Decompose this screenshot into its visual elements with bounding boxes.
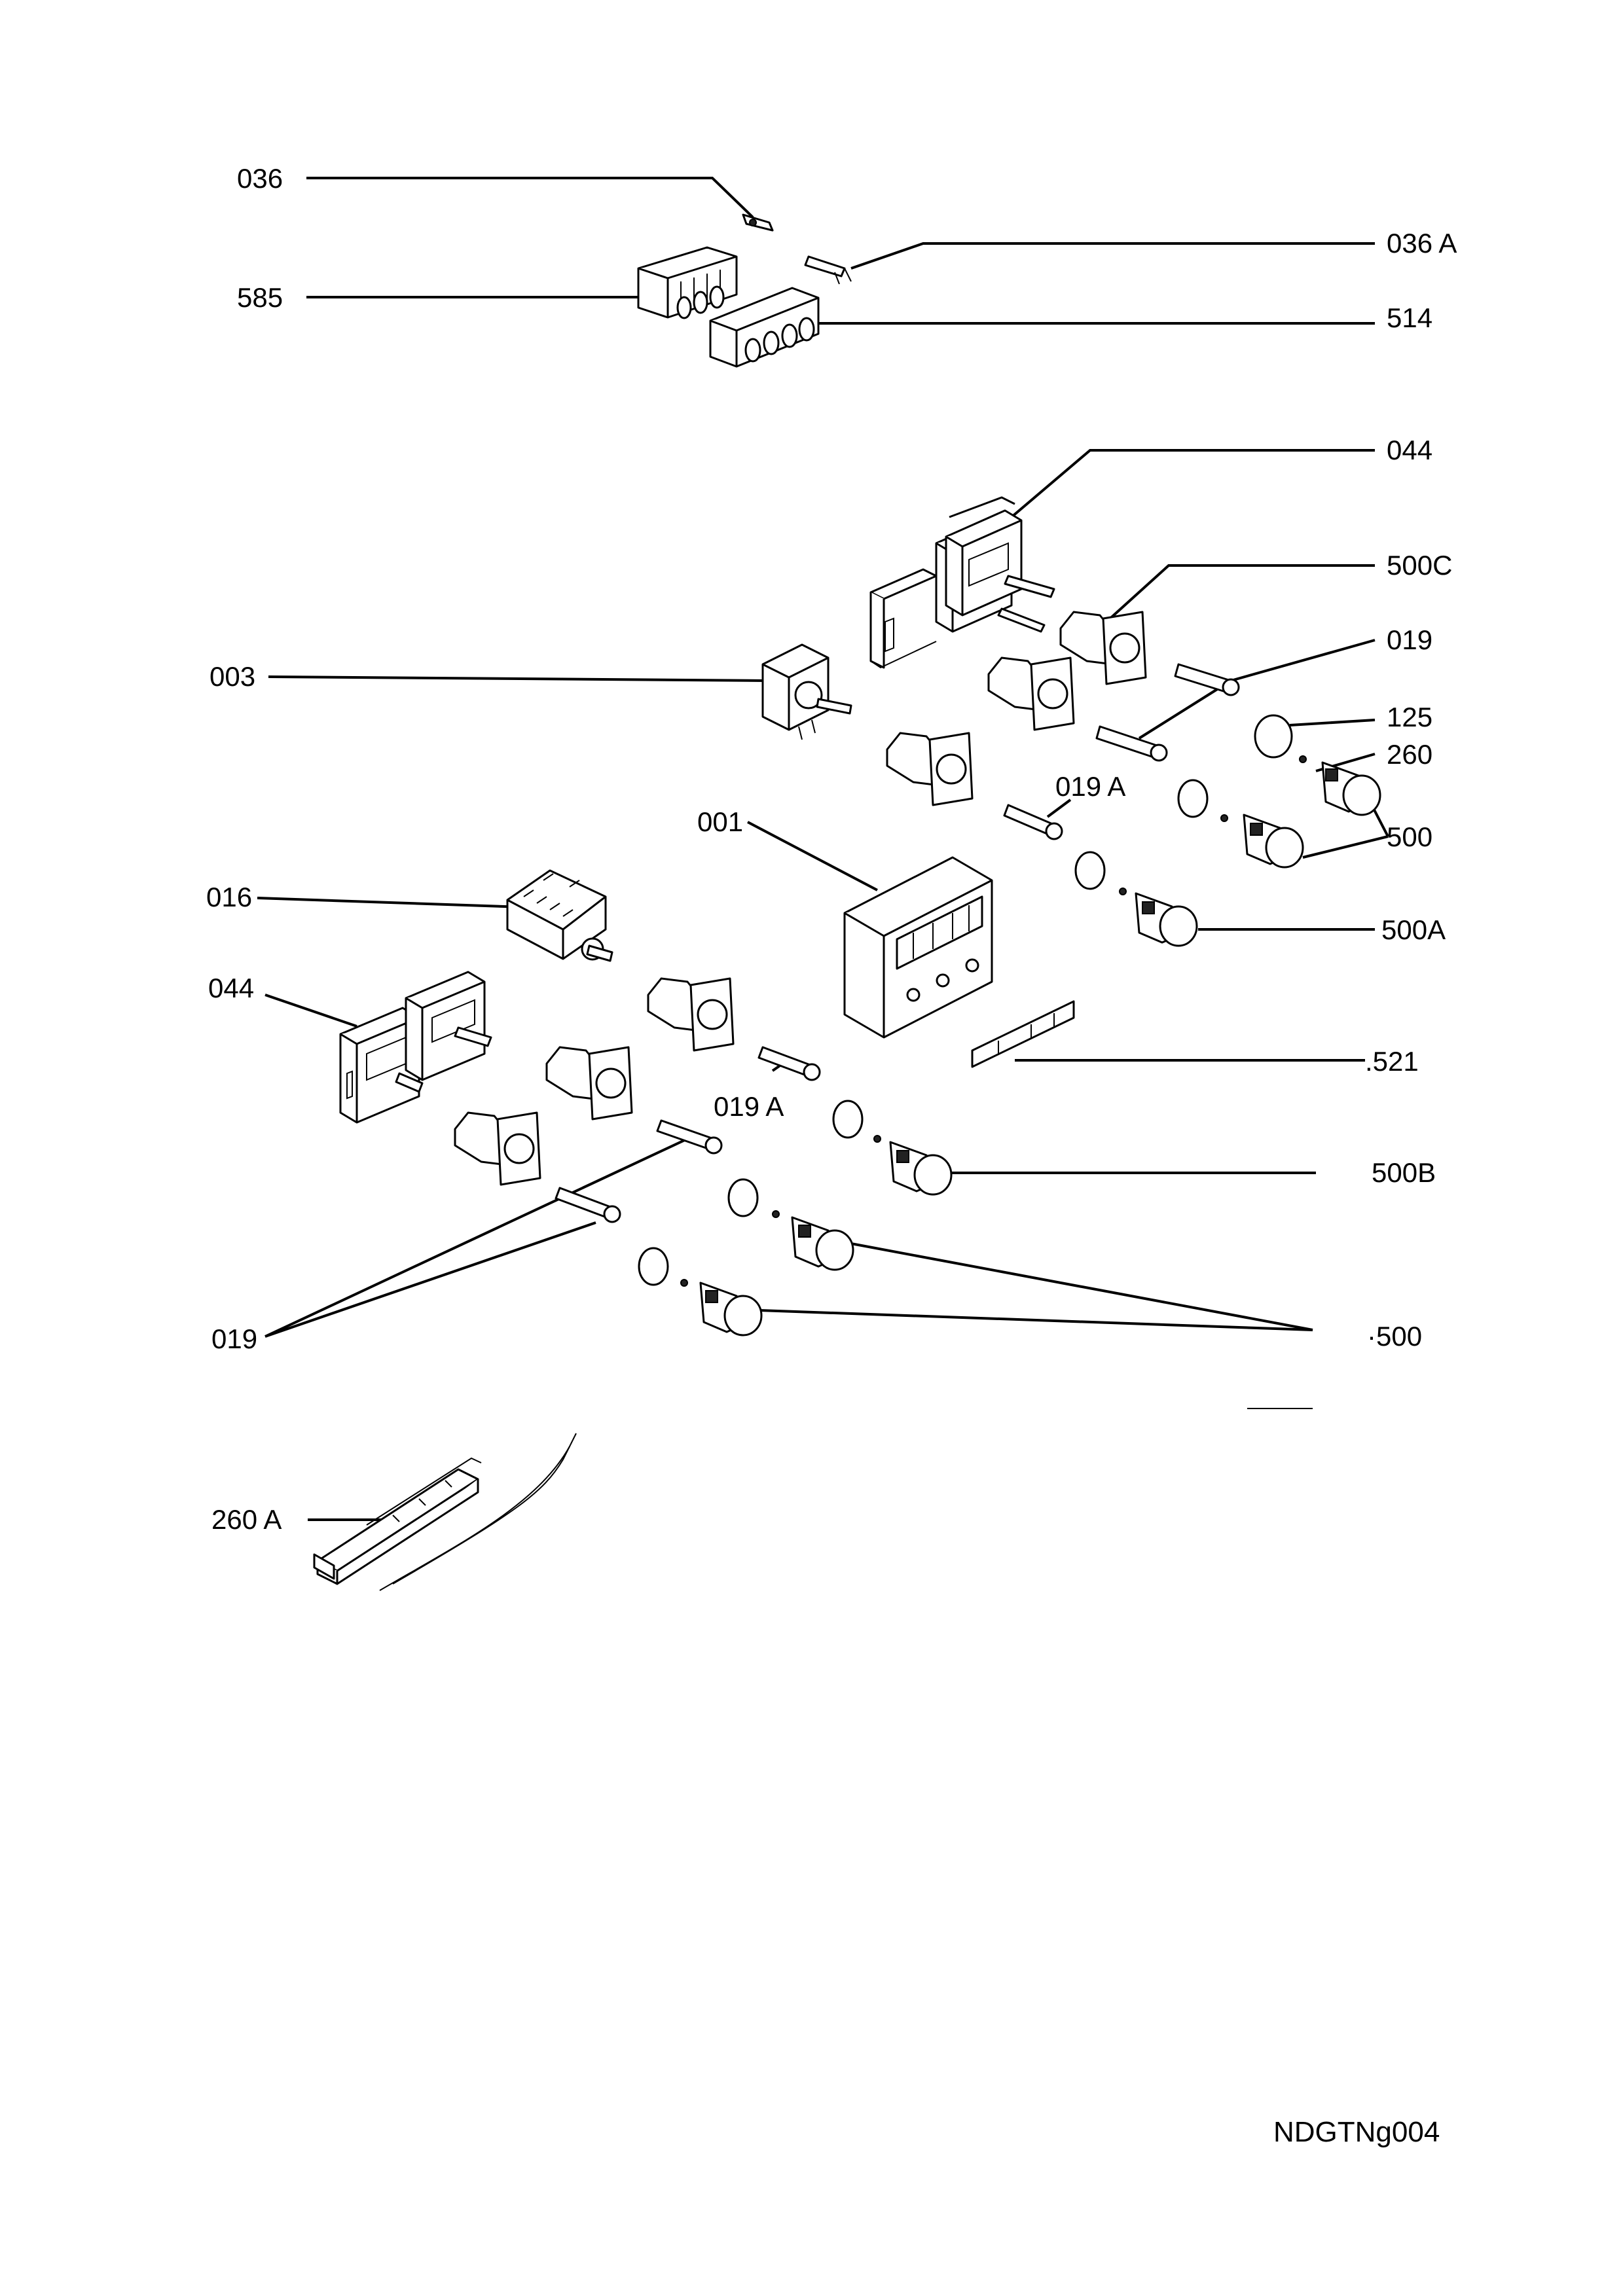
leader-019-top bbox=[1230, 639, 1376, 682]
cable-channel-260a bbox=[313, 1433, 577, 1591]
leader-019-bottom bbox=[264, 1138, 688, 1338]
leader-019-top-b bbox=[1138, 679, 1232, 740]
label-016: 016 bbox=[206, 882, 252, 912]
ring-mid-2 bbox=[727, 1178, 759, 1217]
leader-036 bbox=[306, 177, 754, 219]
shaft-019-bottom-a bbox=[656, 1119, 723, 1155]
commutator-switch-016 bbox=[506, 869, 613, 962]
knob-500-top-b bbox=[1243, 814, 1304, 869]
selector-switch-003 bbox=[761, 643, 852, 740]
label-019a-top: 019 A bbox=[1055, 771, 1125, 802]
knob-500b bbox=[889, 1141, 953, 1196]
label-001: 001 bbox=[697, 806, 743, 837]
energy-regulator-044-left-a bbox=[339, 1007, 424, 1124]
label-019-top: 019 bbox=[1387, 624, 1432, 655]
label-521: .521 bbox=[1365, 1046, 1419, 1077]
label-500-top: 500 bbox=[1387, 821, 1432, 852]
label-585: 585 bbox=[237, 282, 283, 313]
dot-knob-d bbox=[873, 1135, 881, 1143]
energy-regulator-044-left-b bbox=[405, 971, 492, 1081]
flange-sleeve-500c bbox=[1059, 611, 1147, 685]
dot-knob-f bbox=[680, 1279, 688, 1287]
flange-sleeve-left-2 bbox=[545, 1046, 633, 1121]
flange-sleeve-mid-2 bbox=[886, 732, 974, 806]
flange-sleeve-left-3 bbox=[454, 1111, 541, 1186]
label-044-left: 044 bbox=[208, 973, 254, 1003]
energy-regulator-044-top-b bbox=[945, 496, 1055, 617]
label-019-bottom: 019 bbox=[211, 1323, 257, 1354]
label-260a: 260 A bbox=[211, 1504, 282, 1535]
ring-top-2 bbox=[1177, 779, 1209, 818]
strip-521 bbox=[971, 1000, 1075, 1068]
terminal-036a bbox=[804, 255, 852, 285]
ring-mid-1 bbox=[832, 1100, 864, 1139]
label-019a-mid: 019 A bbox=[714, 1091, 784, 1122]
leader-019-bottom-b bbox=[264, 1221, 596, 1338]
label-044-top: 044 bbox=[1387, 435, 1432, 465]
flange-sleeve-left-1 bbox=[647, 977, 735, 1052]
flange-sleeve-mid-1 bbox=[987, 656, 1075, 731]
ring-125 bbox=[1254, 714, 1293, 759]
knob-500-bottom-b bbox=[699, 1282, 763, 1336]
leader-044-left bbox=[264, 994, 357, 1028]
terminal-036 bbox=[742, 213, 774, 232]
leader-500-bottom-b bbox=[759, 1309, 1313, 1331]
label-500a: 500A bbox=[1381, 914, 1446, 945]
label-500b: 500B bbox=[1372, 1157, 1436, 1188]
leader-003 bbox=[268, 675, 767, 682]
leader-036a bbox=[850, 242, 1375, 270]
knob-500-bottom-a bbox=[791, 1216, 854, 1271]
leader-016 bbox=[257, 897, 524, 908]
label-036: 036 bbox=[237, 163, 283, 194]
label-500c: 500C bbox=[1387, 550, 1452, 581]
knob-500-top-a bbox=[1321, 761, 1381, 816]
shaft-019-bottom-b bbox=[555, 1187, 621, 1223]
leader-500-bottom-a bbox=[850, 1242, 1313, 1331]
dot-knob-b bbox=[1220, 814, 1228, 822]
dot-knob-e bbox=[772, 1210, 780, 1218]
knob-500a bbox=[1135, 892, 1198, 947]
shaft-019-top-b bbox=[1095, 725, 1168, 762]
connector-block-514 bbox=[709, 287, 820, 368]
leader-019a-top bbox=[1046, 798, 1072, 818]
label-003: 003 bbox=[210, 661, 255, 692]
label-514: 514 bbox=[1387, 302, 1432, 333]
dot-knob-c bbox=[1119, 888, 1127, 895]
leader-001 bbox=[747, 821, 878, 891]
leader-044-top bbox=[1010, 449, 1375, 518]
leader-lines bbox=[257, 177, 1389, 1521]
ring-mid-3 bbox=[638, 1247, 669, 1286]
leader-500c bbox=[1105, 564, 1375, 623]
callout-labels: 036 036 A 585 514 044 500C 019 003 125 2… bbox=[206, 163, 1457, 1535]
label-036a: 036 A bbox=[1387, 228, 1457, 259]
dot-260 bbox=[1299, 755, 1307, 763]
label-125: 125 bbox=[1387, 702, 1432, 732]
connector-block-585 bbox=[637, 246, 738, 319]
leader-500-top-b bbox=[1302, 835, 1389, 859]
shaft-019a-mid bbox=[757, 1046, 821, 1081]
shaft-019a-top bbox=[1003, 804, 1063, 840]
clock-module-001 bbox=[843, 856, 993, 1039]
diagram-code: NDGTNg004 bbox=[1273, 2116, 1440, 2148]
label-500-bottom: ·500 bbox=[1367, 1321, 1422, 1352]
label-260: 260 bbox=[1387, 739, 1432, 770]
leader-125 bbox=[1289, 719, 1376, 726]
ring-top-3 bbox=[1074, 851, 1106, 890]
shaft-019-top-a bbox=[1174, 663, 1240, 696]
